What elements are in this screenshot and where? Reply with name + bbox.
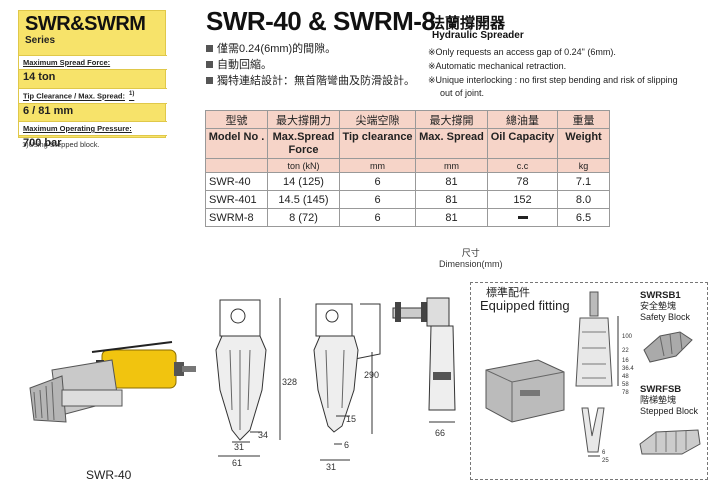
th-clearance: Tip clearance (339, 128, 416, 159)
feature-cn-1: 僅需0.24(6mm)的間隙。 (206, 40, 336, 56)
series-subtitle: Series (25, 35, 56, 46)
bullet-icon (206, 77, 213, 84)
table-header-cn: 型號 最大撐開力 尖端空隙 最大撐開 總油量 重量 (205, 110, 610, 129)
spec-max-force: Maximum Spread Force: 14 ton (19, 55, 167, 84)
svg-text:25: 25 (602, 458, 609, 464)
page-title-cn: 法蘭撐開器 (430, 15, 506, 32)
svg-text:100: 100 (622, 334, 633, 340)
dimension-label: 尺寸 Dimension(mm) (439, 248, 503, 269)
svg-text:61: 61 (232, 458, 242, 468)
top-view-drawing: 66 (392, 297, 456, 438)
page-title: SWR-40 & SWRM-8 (206, 6, 436, 36)
svg-text:328: 328 (282, 377, 297, 387)
accessories-title-en: Equipped fitting (480, 298, 570, 313)
feature-en-1: ※Only requests an access gap of 0.24" (6… (428, 47, 616, 57)
series-title: SWR&SWRM (25, 13, 146, 35)
th-oil: Oil Capacity (487, 128, 558, 159)
svg-text:34: 34 (258, 430, 268, 440)
svg-text:36.4: 36.4 (622, 366, 634, 372)
feature-cn-2: 自動回縮。 (206, 56, 272, 72)
th-oil-cn: 總油量 (487, 110, 558, 129)
th-force: Max.Spread Force (267, 128, 340, 159)
svg-text:31: 31 (234, 442, 244, 452)
th-weight-cn: 重量 (557, 110, 610, 129)
feature-cn-3: 獨特連結設計：無首階彎曲及防滑設計。 (206, 72, 415, 88)
stepped-block-drawing: 100 22 16 36.4 48 58 78 6 25 (575, 291, 634, 464)
svg-text:66: 66 (435, 428, 445, 438)
th-force-cn: 最大撐開力 (267, 110, 340, 129)
product-photo (29, 341, 196, 423)
front-view-drawing: 328 34 31 61 (215, 298, 297, 468)
svg-text:16: 16 (622, 358, 629, 364)
svg-text:15: 15 (346, 414, 356, 424)
th-weight: Weight (557, 128, 610, 159)
not-available-dash (487, 208, 558, 227)
svg-text:6: 6 (602, 450, 606, 456)
accessories-title-cn: 標準配件 (486, 287, 530, 299)
th-model: Model No . (205, 128, 268, 159)
svg-text:48: 48 (622, 374, 629, 380)
svg-text:6: 6 (344, 440, 349, 450)
stepped-block-icon (639, 429, 701, 455)
photo-caption: SWR-40 (86, 468, 132, 482)
th-model-cn: 型號 (205, 110, 268, 129)
svg-text:31: 31 (326, 462, 336, 472)
feature-en-3-cont: out of joint. (440, 88, 485, 98)
case-icon (485, 359, 565, 423)
svg-text:78: 78 (622, 390, 629, 396)
safety-block-label: SWRSB1 安全墊塊 Safety Block (640, 290, 691, 322)
th-clearance-cn: 尖端空隙 (339, 110, 416, 129)
series-panel: SWR&SWRM Series Maximum Spread Force: 14… (18, 10, 167, 149)
table-header-units: ton (kN) mm mm c.c kg (205, 158, 610, 173)
side-view-drawing: 290 15 6 31 (313, 303, 381, 472)
svg-text:58: 58 (622, 382, 629, 388)
bullet-icon (206, 61, 213, 68)
spec-tip-clearance: Tip Clearance / Max. Spread:1) 6 / 81 mm (19, 88, 167, 118)
svg-text:290: 290 (364, 370, 379, 380)
stepped-block-label: SWRFSB 階梯墊塊 Stepped Block (640, 384, 699, 416)
spec-max-pressure: Maximum Operating Pressure: 700 bar (19, 121, 167, 150)
table-header-en: Model No . Max.Spread Force Tip clearanc… (205, 128, 610, 159)
th-spread-cn: 最大撐開 (415, 110, 488, 129)
feature-en-2: ※Automatic mechanical retraction. (428, 61, 567, 71)
footnote: 1)Using Stepped block. (22, 140, 100, 149)
th-spread: Max. Spread (415, 128, 488, 159)
bullet-icon (206, 45, 213, 52)
safety-block-icon (643, 331, 693, 363)
spec-table: 型號 最大撐開力 尖端空隙 最大撐開 總油量 重量 Model No . Max… (205, 110, 610, 227)
page-title-en: Hydraulic Spreader (432, 30, 524, 41)
accessories-box (470, 282, 708, 480)
feature-en-3: ※Unique interlocking : no first step ben… (428, 75, 678, 85)
svg-text:22: 22 (622, 348, 629, 354)
